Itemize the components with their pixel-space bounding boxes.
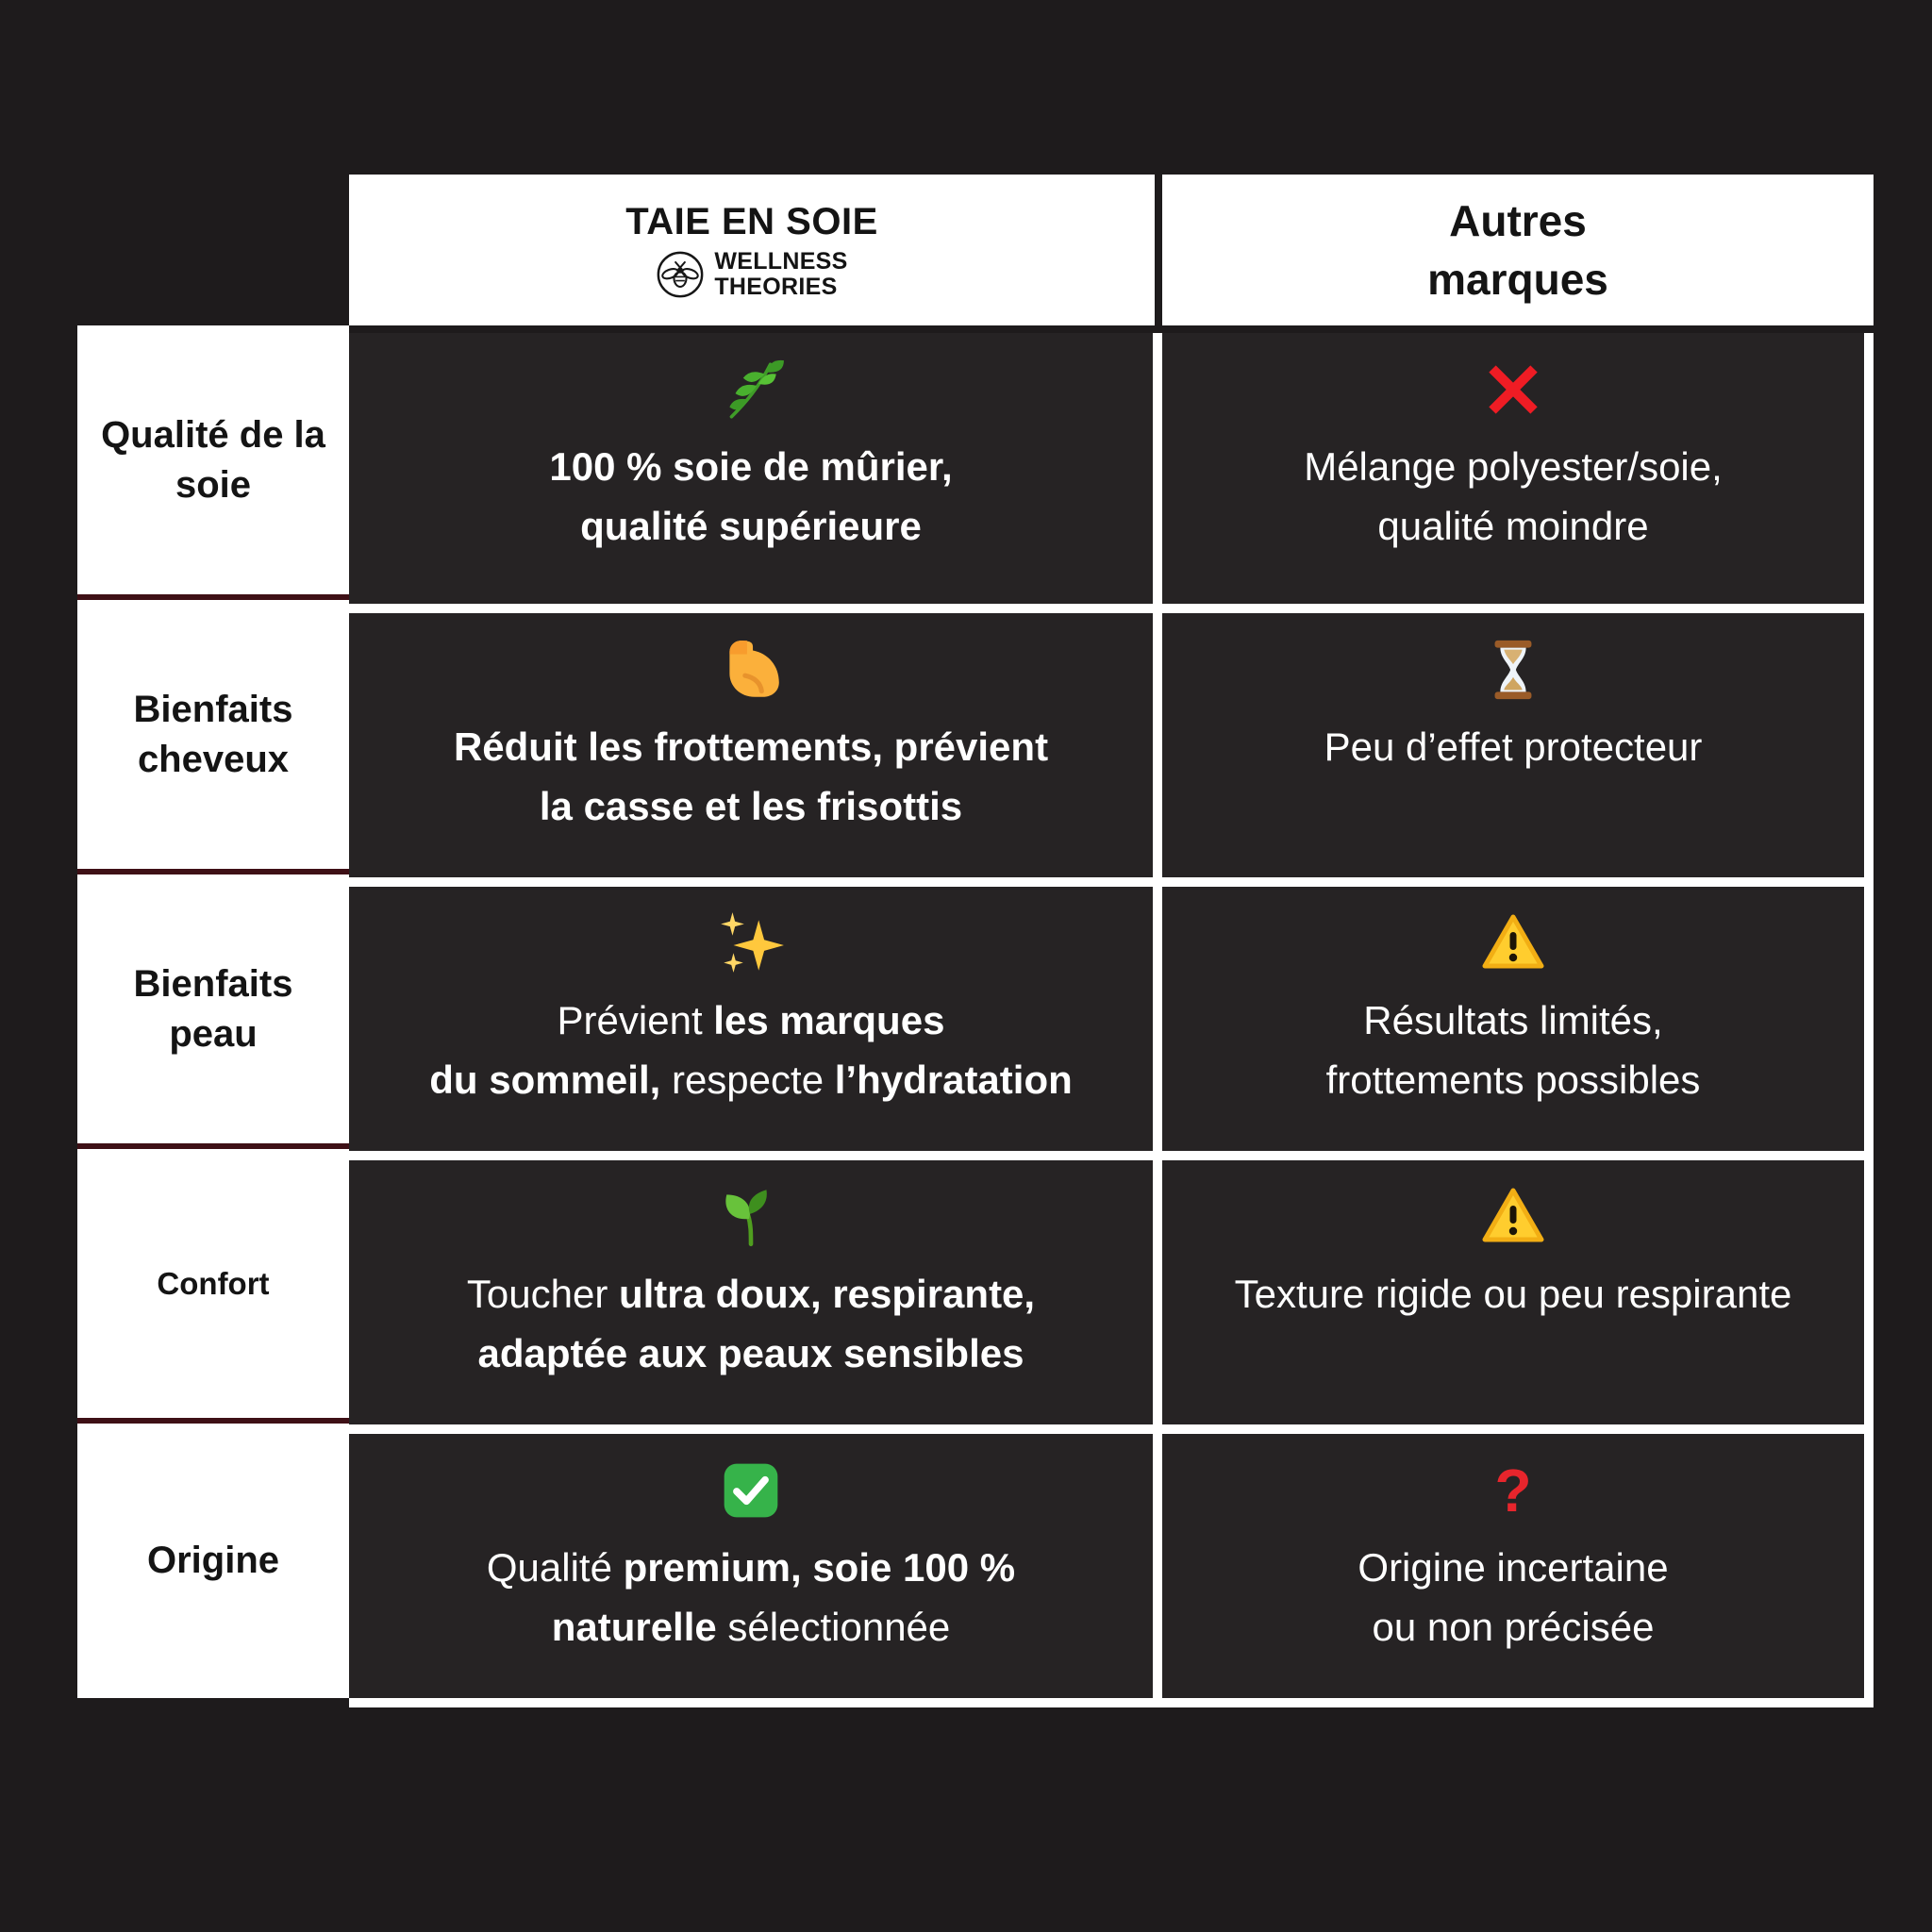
brand-column: TAIE EN SOIE WELLNESS THEORIES [349,175,1162,1707]
other-cell-text: Origine incertaine ou non précisée [1357,1545,1669,1649]
cross-mark-icon [1482,352,1544,427]
seedling-icon [716,1179,786,1255]
brand-cell-text: Qualité premium, soie 100 % naturelle sé… [486,1545,1016,1649]
other-brands-column: Autres marques Mélange polyester/soie, q… [1162,175,1874,1707]
other-cell-text: Texture rigide ou peu respirante [1234,1272,1792,1316]
other-cell-confort: Texture rigide ou peu respirante [1162,1160,1874,1434]
other-cell-text: Mélange polyester/soie, qualité moindre [1304,444,1723,548]
herb-icon [716,352,786,427]
warning-icon [1479,1179,1547,1255]
row-label-origine: Origine [77,1424,349,1698]
sparkles-icon [716,906,786,981]
row-label-column: Qualité de la soie Bienfaits cheveux Bie… [77,325,349,1698]
flexed-biceps-icon [716,632,786,708]
brand-logo: WELLNESS THEORIES [656,247,848,300]
brand-cell-bienfaits-peau: Prévient les marques du sommeil, respect… [349,887,1162,1160]
brand-cell-qualite-soie: 100 % soie de mûrier, qualité supérieure [349,333,1162,613]
logo-line1: WELLNESS [714,247,848,275]
question-mark-icon: ? [1494,1457,1532,1524]
logo-line2: THEORIES [714,273,838,300]
other-cell-qualite-soie: Mélange polyester/soie, qualité moindre [1162,333,1874,613]
competitor-line2: marques [1427,255,1608,304]
hourglass-icon [1480,632,1546,708]
row-label-bienfaits-cheveux: Bienfaits cheveux [77,600,349,874]
other-cell-text: Résultats limités, frottements possibles [1325,998,1701,1102]
brand-title: TAIE EN SOIE [625,200,878,242]
other-cell-bienfaits-cheveux: Peu d’effet protecteur [1162,613,1874,887]
brand-logo-text: WELLNESS THEORIES [714,247,848,300]
other-cell-bienfaits-peau: Résultats limités, frottements possibles [1162,887,1874,1160]
brand-cell-text: Réduit les frottements, prévient la cass… [453,724,1049,828]
other-cell-text: Peu d’effet protecteur [1324,724,1703,769]
brand-header: TAIE EN SOIE WELLNESS THEORIES [349,175,1155,325]
brand-cell-text: Prévient les marques du sommeil, respect… [429,998,1073,1102]
brand-cell-confort: Toucher ultra doux, respirante, adaptée … [349,1160,1162,1434]
brand-cell-text: 100 % soie de mûrier, qualité supérieure [549,444,953,548]
competitor-header: Autres marques [1162,175,1874,325]
warning-icon [1479,906,1547,981]
row-label-bienfaits-peau: Bienfaits peau [77,874,349,1149]
check-mark-icon [719,1453,783,1528]
brand-cell-origine: Qualité premium, soie 100 % naturelle sé… [349,1434,1162,1707]
bee-logo-icon [656,250,705,299]
row-label-confort: Confort [77,1149,349,1424]
row-label-qualite-soie: Qualité de la soie [77,325,349,600]
brand-cell-text: Toucher ultra doux, respirante, adaptée … [466,1272,1036,1375]
competitor-title: Autres marques [1427,192,1608,308]
brand-cell-bienfaits-cheveux: Réduit les frottements, prévient la cass… [349,613,1162,887]
competitor-line1: Autres [1449,195,1587,245]
other-cell-origine: ? Origine incertaine ou non précisée [1162,1434,1874,1707]
